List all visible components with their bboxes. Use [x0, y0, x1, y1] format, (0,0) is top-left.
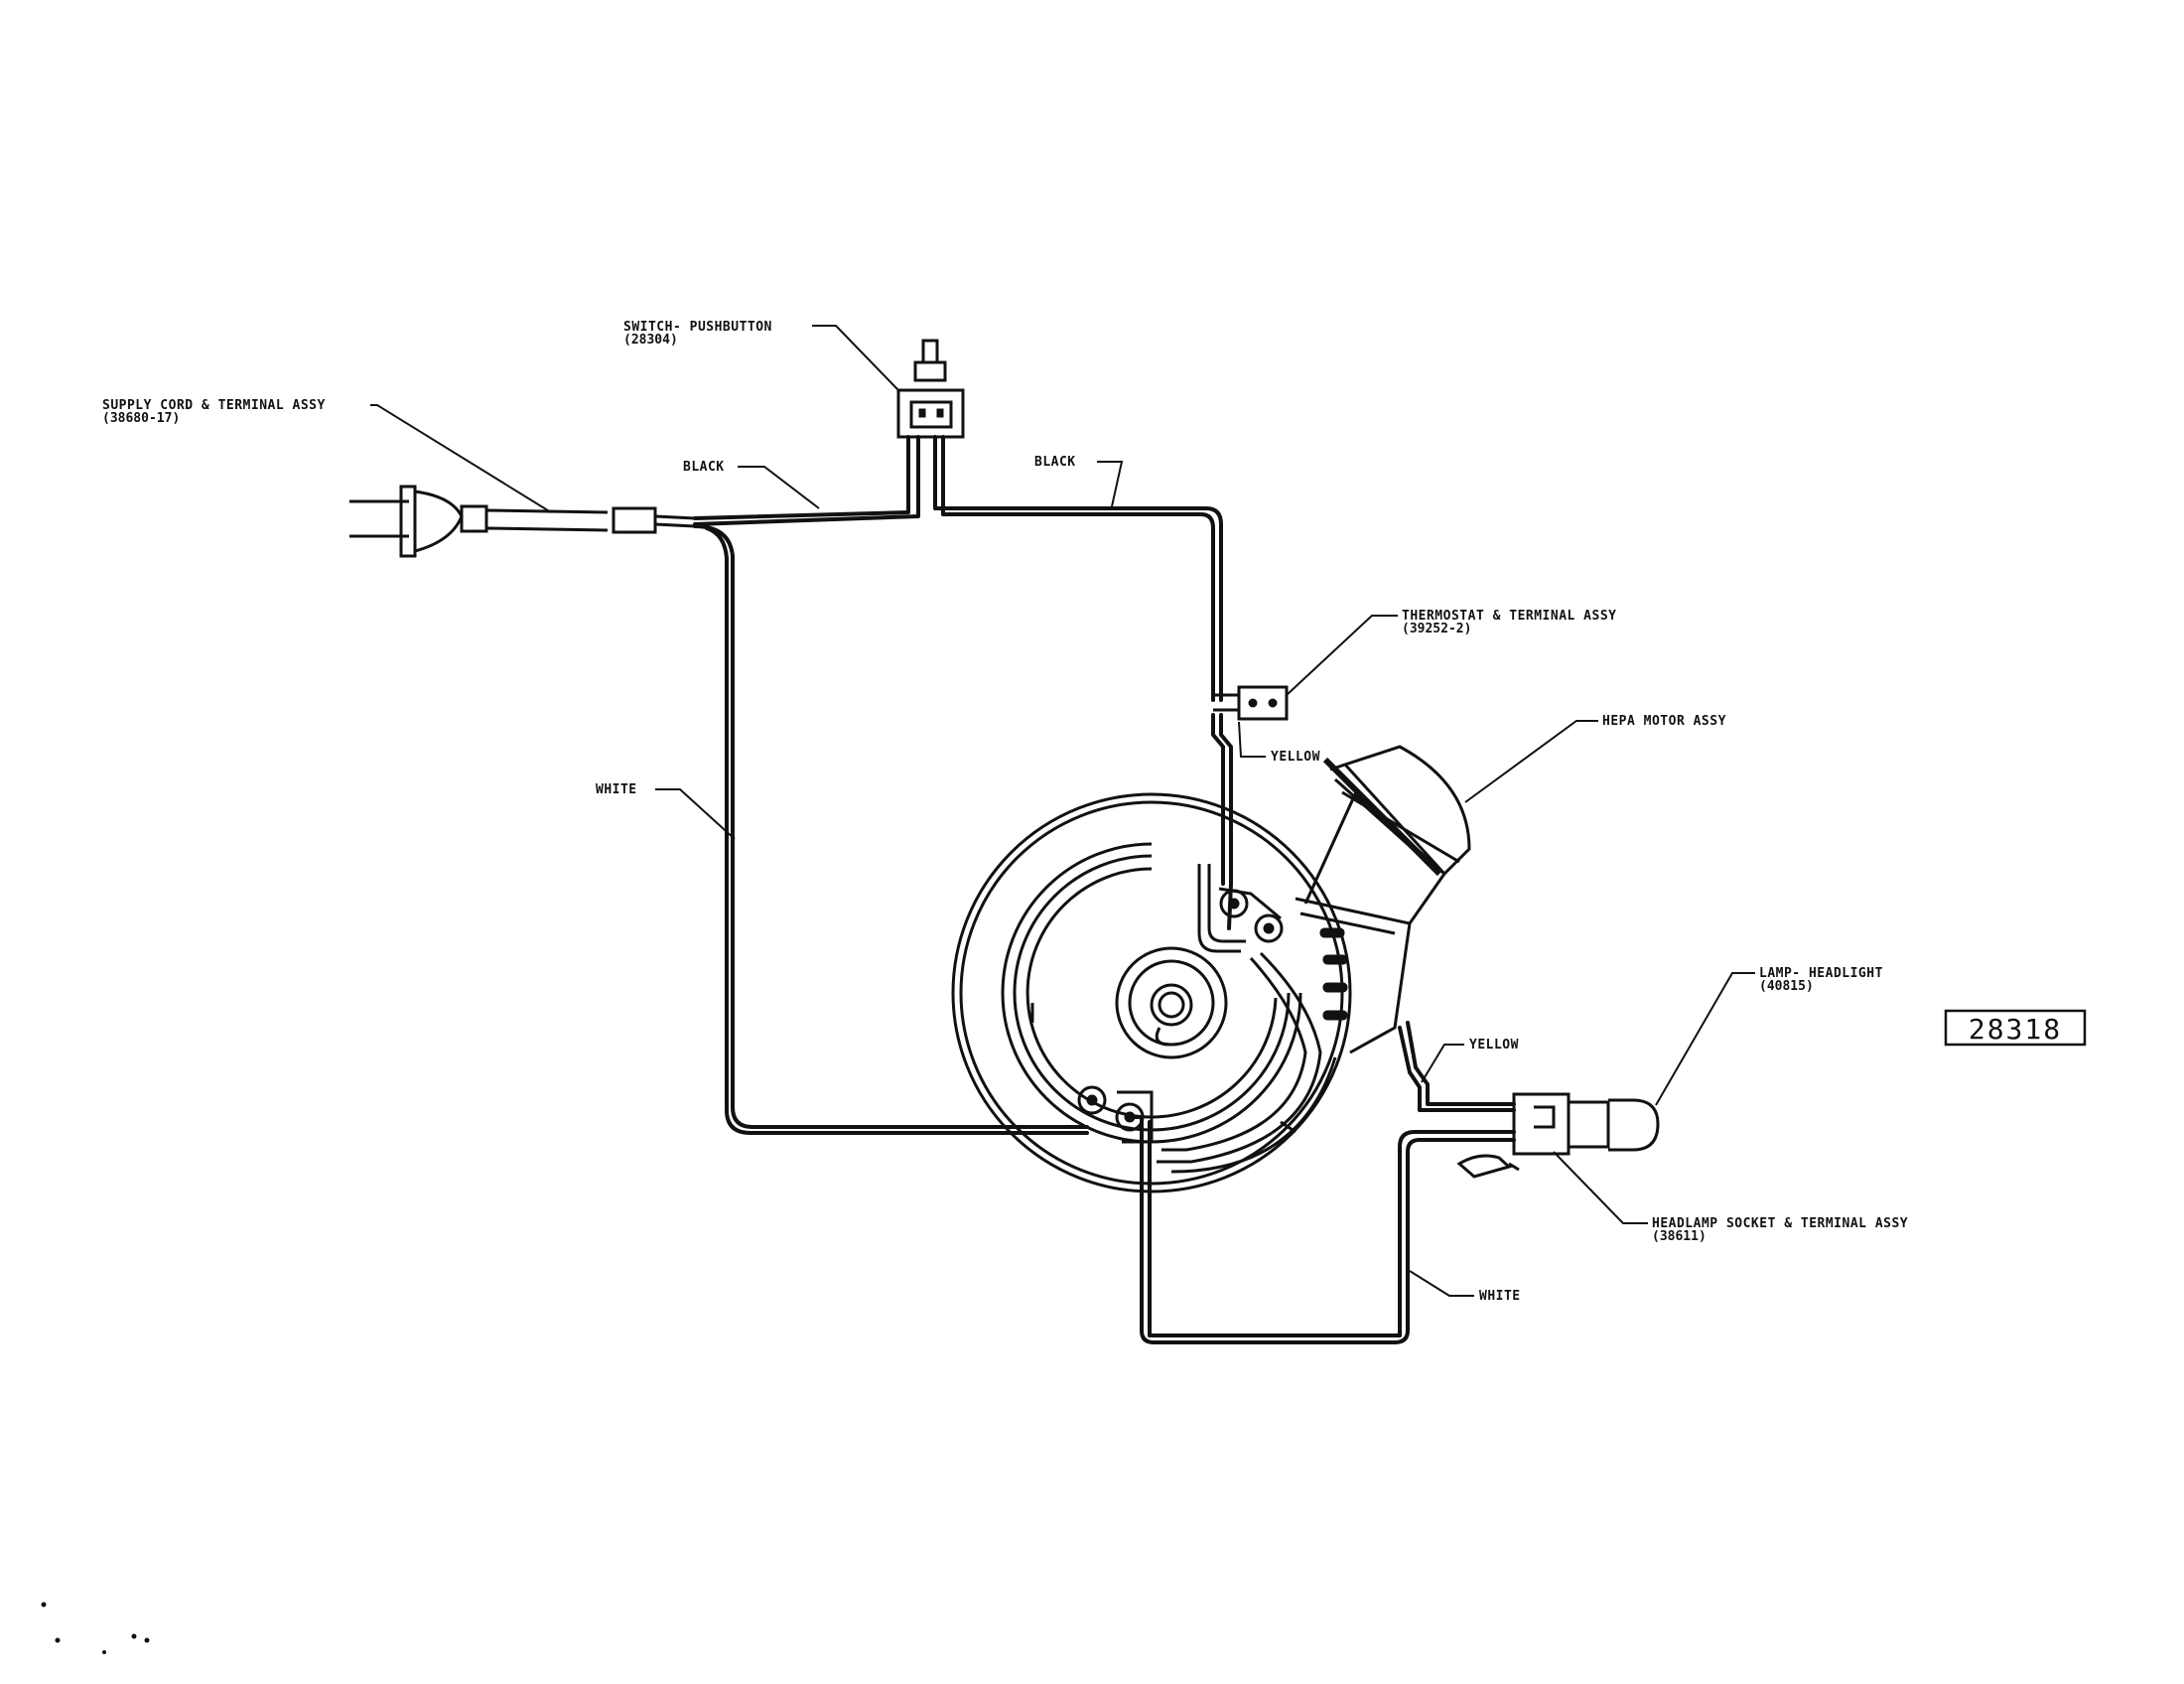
hepa-motor: [1303, 745, 1471, 924]
headlamp-socket: [1456, 1092, 1610, 1179]
black-wire-left-label: BLACK: [683, 460, 725, 475]
yellow-wire-right-label: YELLOW: [1469, 1038, 1519, 1052]
headlamp-socket-label: HEADLAMP SOCKET & TERMINAL ASSY: [1652, 1216, 1908, 1231]
black-wire-right-label: BLACK: [1034, 455, 1076, 470]
pushbutton-switch: [896, 339, 965, 439]
white-wire-bottom: [1133, 1115, 1516, 1344]
drawing-number-box: 28318: [1944, 1009, 2087, 1047]
switch-label: SWITCH- PUSHBUTTON: [623, 320, 772, 335]
black-wire-left: [693, 435, 910, 520]
white-wire-left: [693, 524, 1089, 1129]
yellow-wire-right: [1398, 1026, 1516, 1112]
motor-housing: [951, 792, 1412, 1193]
supply-cord-plug: [349, 485, 696, 558]
headlamp-socket-part-number: (38611): [1652, 1229, 1706, 1244]
drawing-number: 28318: [1969, 1013, 2062, 1046]
hepa-motor-label: HEPA MOTOR ASSY: [1602, 714, 1726, 729]
black-wire-right: [933, 435, 1223, 702]
supply-cord-label: SUPPLY CORD & TERMINAL ASSY: [102, 398, 326, 413]
white-wire-bottom-label: WHITE: [1479, 1289, 1521, 1304]
supply-cord-part-number: (38680-17): [102, 411, 180, 426]
headlight-lamp: [1608, 1098, 1660, 1152]
thermostat-label: THERMOSTAT & TERMINAL ASSY: [1402, 609, 1617, 624]
yellow-wire-top: [1219, 713, 1233, 930]
lamp-part-number: (40815): [1759, 979, 1814, 994]
switch-part-number: (28304): [623, 333, 678, 348]
stray-marks: [41, 1602, 150, 1654]
yellow-wire-top-label: YELLOW: [1271, 750, 1320, 765]
white-wire-left-label: WHITE: [596, 782, 637, 797]
thermostat-terminal: [1213, 685, 1289, 721]
lamp-label: LAMP- HEADLIGHT: [1759, 966, 1883, 981]
thermostat-part-number: (39252-2): [1402, 622, 1471, 636]
